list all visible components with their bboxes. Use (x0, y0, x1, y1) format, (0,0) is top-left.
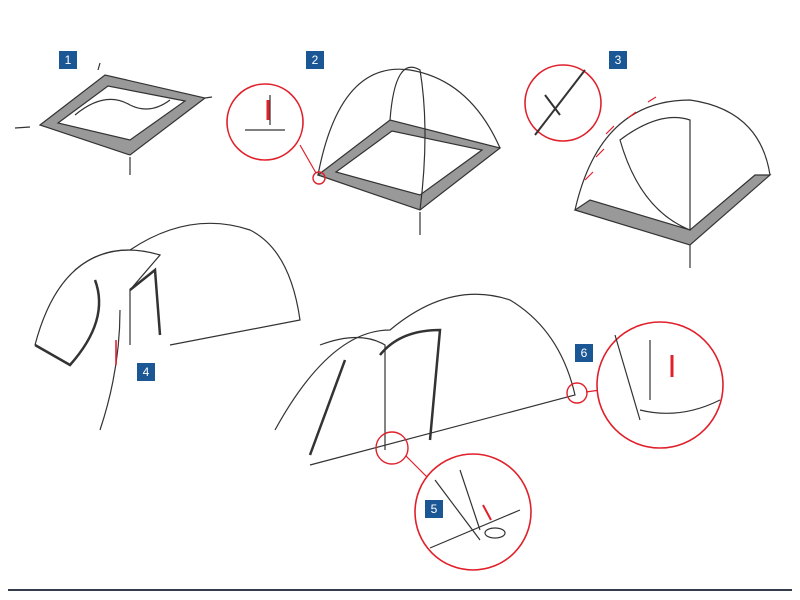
step3-tent-dome (573, 99, 772, 268)
step-badge-6: 6 (575, 344, 593, 362)
step-badge-4: 4 (137, 363, 155, 381)
step5-6-large-tent (274, 293, 576, 466)
step3-callout-detail (524, 64, 602, 142)
step4-tunnel-tent (34, 222, 301, 431)
step6-callout-detail (596, 321, 724, 449)
step-badge-1: 1 (59, 51, 77, 69)
step2-callout-detail (226, 83, 304, 161)
step-badge-5: 5 (425, 500, 443, 518)
step5-callout-detail (414, 453, 532, 571)
step-badge-2: 2 (306, 51, 324, 69)
step2-poles-floor (316, 66, 502, 235)
bottom-divider (8, 589, 792, 591)
step-badge-3: 3 (609, 51, 627, 69)
step1-tent-floor (14, 62, 213, 175)
